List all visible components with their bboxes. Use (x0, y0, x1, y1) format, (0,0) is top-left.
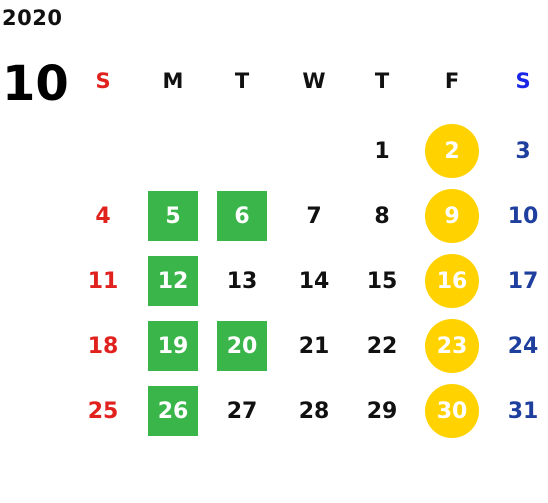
day-cell[interactable]: 13 (226, 268, 258, 294)
day-cell[interactable]: 1 (374, 138, 390, 164)
weekday-header: T (234, 69, 250, 93)
weekday-header: F (444, 69, 460, 93)
day-cell[interactable]: 4 (95, 203, 111, 229)
day-cell[interactable]: 26 (148, 386, 198, 436)
day-cell[interactable]: 31 (507, 398, 539, 424)
day-cell[interactable]: 20 (217, 321, 267, 371)
month-number: 10 (2, 56, 69, 112)
day-cell[interactable]: 12 (148, 256, 198, 306)
weekday-header: W (302, 69, 326, 93)
day-cell[interactable]: 3 (515, 138, 531, 164)
weekday-header: M (162, 69, 184, 93)
day-cell[interactable]: 5 (148, 191, 198, 241)
day-cell[interactable]: 6 (217, 191, 267, 241)
day-cell[interactable]: 25 (87, 398, 119, 424)
day-cell[interactable]: 7 (306, 203, 322, 229)
day-cell[interactable]: 22 (366, 333, 398, 359)
day-cell[interactable]: 16 (425, 254, 479, 308)
day-cell[interactable]: 29 (366, 398, 398, 424)
day-cell[interactable]: 28 (298, 398, 330, 424)
day-cell[interactable]: 30 (425, 384, 479, 438)
day-cell[interactable]: 15 (366, 268, 398, 294)
day-cell[interactable]: 19 (148, 321, 198, 371)
day-cell[interactable]: 2 (425, 124, 479, 178)
weekday-header: S (95, 69, 111, 93)
day-cell[interactable]: 17 (507, 268, 539, 294)
day-cell[interactable]: 23 (425, 319, 479, 373)
day-cell[interactable]: 24 (507, 333, 539, 359)
day-cell[interactable]: 21 (298, 333, 330, 359)
year-label: 2020 (2, 6, 63, 30)
day-cell[interactable]: 10 (507, 203, 539, 229)
day-cell[interactable]: 14 (298, 268, 330, 294)
day-cell[interactable]: 9 (425, 189, 479, 243)
day-cell[interactable]: 18 (87, 333, 119, 359)
day-cell[interactable]: 27 (226, 398, 258, 424)
weekday-header: T (374, 69, 390, 93)
weekday-header: S (515, 69, 531, 93)
day-cell[interactable]: 11 (87, 268, 119, 294)
day-cell[interactable]: 8 (374, 203, 390, 229)
